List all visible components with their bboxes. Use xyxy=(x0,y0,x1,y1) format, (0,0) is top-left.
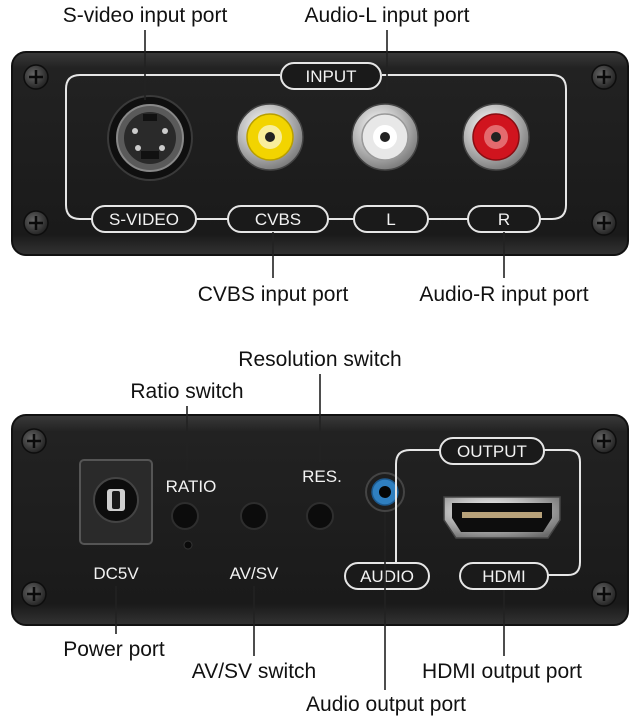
rca-white-port xyxy=(351,103,419,171)
input-frame xyxy=(65,74,567,220)
output-frame-label: OUTPUT xyxy=(439,437,545,465)
res-label: RES. xyxy=(302,467,342,486)
hdmi-label: HDMI xyxy=(459,562,549,590)
svg-text:AUDIO: AUDIO xyxy=(360,567,414,586)
output-label: OUTPUT xyxy=(457,442,527,461)
callout-resolution-switch: Resolution switch xyxy=(238,348,401,371)
input-frame-label: INPUT xyxy=(280,62,382,90)
svg-text:CVBS: CVBS xyxy=(255,210,301,229)
ratio-label: RATIO xyxy=(166,477,217,496)
screw-icon xyxy=(591,428,617,454)
avsv-label: AV/SV xyxy=(230,564,279,583)
dc-power-jack xyxy=(79,459,153,545)
s-video-port xyxy=(107,95,193,181)
svg-text:R: R xyxy=(498,210,510,229)
svg-text:S-VIDEO: S-VIDEO xyxy=(109,210,179,229)
svg-text:HDMI: HDMI xyxy=(482,567,525,586)
callout-cvbs-input: CVBS input port xyxy=(198,283,349,306)
hdmi-port xyxy=(443,496,561,539)
avsv-switch-button[interactable] xyxy=(240,502,268,530)
screw-icon xyxy=(23,210,49,236)
screw-icon xyxy=(23,64,49,90)
res-switch-button[interactable] xyxy=(306,502,334,530)
input-label: INPUT xyxy=(306,67,357,86)
rca-yellow-port xyxy=(236,103,304,171)
callout-audio-output: Audio output port xyxy=(306,693,466,716)
dc5v-label: DC5V xyxy=(93,564,139,583)
callout-audio-r-input: Audio-R input port xyxy=(419,283,588,306)
callouts: S-video input port Audio-L input port CV… xyxy=(63,4,589,716)
audio-l-label: L xyxy=(353,205,429,233)
screw-icon xyxy=(21,581,47,607)
audio-label: AUDIO xyxy=(344,562,430,590)
audio-r-label: R xyxy=(467,205,541,233)
leader-lines xyxy=(115,30,505,690)
callout-audio-l-input: Audio-L input port xyxy=(305,4,470,27)
callout-avsv-switch: AV/SV switch xyxy=(192,660,316,683)
screw-icon xyxy=(591,64,617,90)
ratio-switch-button[interactable] xyxy=(171,502,199,530)
callout-ratio-switch: Ratio switch xyxy=(130,380,243,403)
callout-hdmi-output: HDMI output port xyxy=(422,660,582,683)
audio-jack-port xyxy=(365,472,405,512)
screw-icon xyxy=(591,581,617,607)
led-indicator xyxy=(183,540,193,550)
cvbs-label: CVBS xyxy=(227,205,329,233)
rca-red-port xyxy=(462,103,530,171)
top-panel: INPUT xyxy=(11,51,629,256)
s-video-label: S-VIDEO xyxy=(91,205,197,233)
output-frame xyxy=(395,449,581,576)
screw-icon xyxy=(591,210,617,236)
callout-svideo-input: S-video input port xyxy=(63,4,228,27)
bottom-panel: RATIO RES. DC5V AV/SV OUTPUT xyxy=(11,414,629,626)
screw-icon xyxy=(21,428,47,454)
callout-power-port: Power port xyxy=(63,638,165,661)
svg-text:L: L xyxy=(386,210,395,229)
